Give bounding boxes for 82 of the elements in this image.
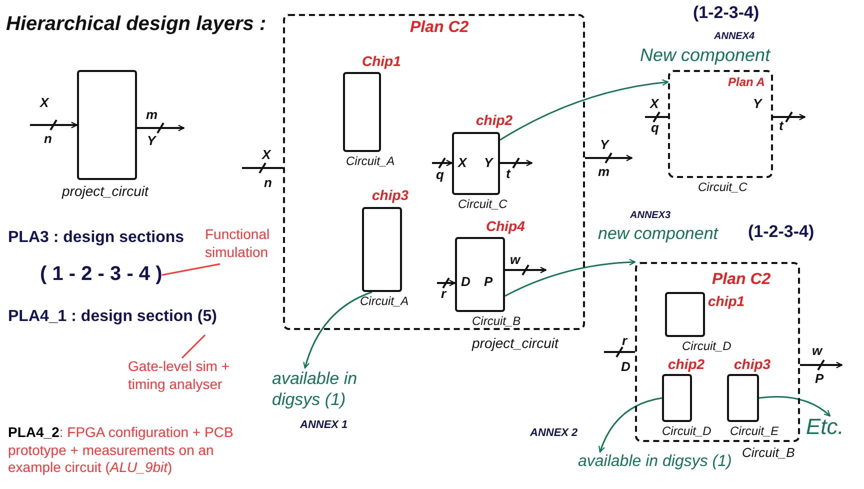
arrow [504, 258, 636, 297]
signal-label: m [598, 165, 610, 178]
note-text: PLA4_2: FPGA configuration + PCB prototype + measurements on an example circuit (ALU_9bit) [8, 424, 234, 476]
signal-label: Y [147, 134, 156, 147]
block-label: Circuit_B [742, 446, 795, 459]
callout-text: Functional simulation [205, 226, 295, 264]
signal-label: X [40, 96, 49, 109]
signal-label: X [262, 148, 271, 161]
port-label: P [484, 275, 493, 288]
port-label: X [458, 156, 467, 169]
signal-label: m [146, 108, 158, 121]
chip-label: Chip1 [362, 54, 401, 68]
arrow [500, 160, 533, 166]
circuit-label: Circuit_E [730, 425, 779, 437]
arrow [505, 266, 547, 274]
signal-line [645, 116, 668, 118]
arrow [432, 160, 453, 166]
section-text: PLA3 : design sections [8, 230, 184, 246]
port-label: Y [484, 156, 493, 169]
signal-label: n [44, 132, 52, 145]
arrow [137, 124, 185, 132]
chip-label: Chip4 [486, 219, 525, 233]
plan-label: Plan C2 [410, 20, 469, 36]
circuit-label: Circuit_A [360, 295, 409, 307]
arrow [437, 280, 456, 286]
circuit-label: Circuit_D [682, 340, 732, 352]
plan-label: Plan A [728, 76, 765, 88]
arrow [585, 154, 633, 162]
port-label: D [461, 275, 470, 288]
block-label: project_circuit [472, 336, 558, 350]
signal-label: r [622, 334, 628, 347]
arrow [758, 396, 831, 417]
chip-label: chip1 [708, 294, 745, 308]
arrow [598, 397, 662, 453]
signal-label: r [441, 287, 446, 300]
signal-label: w [812, 344, 822, 357]
arrow [800, 362, 843, 368]
arrow [773, 114, 806, 120]
section-numbers: ( 1 - 2 - 3 - 4 ) [40, 264, 162, 292]
annex-label: ANNEX 2 [530, 428, 578, 439]
annotation-text: New component [640, 46, 770, 64]
circuit-label: Circuit_D [662, 425, 712, 437]
arrow [500, 79, 669, 141]
signal-label: q [436, 168, 444, 181]
leader-line [162, 263, 220, 276]
chip-label: chip3 [372, 188, 409, 202]
signal-label: Y [600, 138, 609, 151]
circuit-label: Circuit_C [458, 198, 508, 210]
section-text: PLA4_1 : design section (5) [8, 309, 243, 335]
signal-label: D [621, 360, 630, 373]
chip-label: chip3 [734, 357, 771, 371]
block-label: project_circuit [62, 184, 148, 198]
section-numbers: (1-2-3-4) [693, 4, 760, 21]
signal-label: n [264, 176, 272, 189]
annex-label: ANNEX3 [630, 211, 671, 221]
signal-label: w [510, 253, 520, 266]
signal-label: t [506, 167, 510, 180]
title: Hierarchical design layers : [6, 14, 266, 34]
signal-label: q [651, 121, 659, 134]
arrow [30, 122, 78, 128]
annotation-text: available in digsys (1) [578, 452, 734, 478]
annotation-text: available in digsys (1) [272, 368, 390, 414]
signal-line [604, 351, 635, 353]
signal-line [242, 167, 283, 169]
signal-label: X [650, 97, 659, 110]
signal-label: Y [753, 97, 762, 110]
callout-text: Gate-level sim + timing analyser [128, 358, 258, 396]
signal-label: P [815, 372, 824, 385]
section-numbers: (1-2-3-4) [748, 223, 814, 240]
arrow [303, 291, 372, 369]
annotation-text: Etc. [806, 416, 858, 442]
annotation-text: new component [598, 225, 718, 242]
annex-label: ANNEX4 [714, 32, 755, 42]
chip-label: chip2 [476, 113, 513, 127]
circuit-label: Circuit_B [472, 315, 521, 327]
leader-line [181, 334, 206, 359]
circuit-label: Circuit_A [346, 155, 395, 167]
chip-label: chip2 [668, 357, 705, 371]
signal-label: t [779, 119, 784, 132]
plan-label: Plan C2 [712, 272, 771, 288]
annex-label: ANNEX 1 [300, 420, 348, 431]
circuit-label: Circuit_C [698, 181, 748, 193]
